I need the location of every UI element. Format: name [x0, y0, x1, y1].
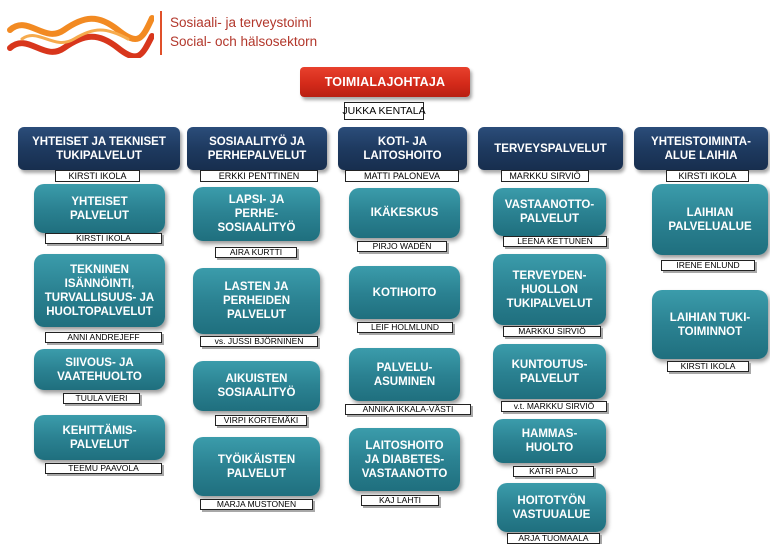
column-header-koti-ja-laitoshoito: KOTI- JA LAITOSHOITO — [338, 127, 467, 170]
unit-kuntoutuspalvelut: KUNTOUTUS- PALVELUT — [493, 344, 606, 399]
unit-head-name: TEEMU PAAVOLA — [45, 463, 162, 474]
unit-palveluasuminen: PALVELU- ASUMINEN — [349, 348, 460, 401]
column-header-yhteiset-ja-tekniset-tukipalvelut: YHTEISET JA TEKNISET TUKIPALVELUT — [18, 127, 180, 170]
column-head-name: KIRSTI IKOLA — [666, 170, 749, 182]
unit-tekninen-isannointi: TEKNINEN ISÄNNÖINTI, TURVALLISUUS- JA HU… — [34, 254, 165, 327]
unit-head-name: AIRA KURTTI — [215, 247, 297, 258]
column-head-name: ERKKI PENTTINEN — [200, 170, 318, 182]
unit-hoitotyon-vastuualue: HOITOTYÖN VASTUUALUE — [497, 483, 606, 532]
logo-divider — [160, 11, 162, 55]
unit-head-name: MARKKU SIRVIÖ — [503, 326, 601, 337]
column-header-yhteistoiminta-alue-laihia: YHTEISTOIMINTA- ALUE LAIHIA — [634, 127, 768, 170]
unit-head-name: LEIF HOLMLUND — [357, 322, 453, 333]
unit-head-name: IRENE ENLUND — [661, 260, 755, 271]
unit-head-name: PIRJO WADÉN — [357, 241, 447, 252]
column-header-sosiaalityo-ja-perhepalvelut: SOSIAALITYÖ JA PERHEPALVELUT — [187, 127, 327, 170]
unit-head-name: v.t. MARKKU SIRVIÖ — [501, 401, 607, 412]
unit-tyoikaisten-palvelut: TYÖIKÄISTEN PALVELUT — [193, 437, 320, 496]
unit-lasten-ja-perheiden-palvelut: LASTEN JA PERHEIDEN PALVELUT — [193, 268, 320, 334]
column-head-name: MARKKU SIRVIÖ — [501, 170, 589, 182]
director-box: TOIMIALAJOHTAJA — [300, 67, 470, 97]
unit-yhteiset-palvelut: YHTEISET PALVELUT — [34, 184, 165, 233]
unit-head-name: KATRI PALO — [513, 466, 594, 477]
unit-head-name: KIRSTI IKOLA — [667, 361, 749, 372]
organization-name: Sosiaali- ja terveystoimi Social- och hä… — [170, 13, 370, 57]
unit-head-name: ANNI ANDREJEFF — [45, 332, 162, 343]
director-title: TOIMIALAJOHTAJA — [324, 75, 446, 89]
unit-head-name: KIRSTI IKOLA — [45, 233, 162, 244]
unit-head-name: ANNIKA IKKALA-VÄSTI — [345, 404, 471, 415]
organization-name-finnish: Sosiaali- ja terveystoimi — [170, 15, 312, 30]
unit-ikakeskus: IKÄKESKUS — [349, 188, 460, 238]
unit-vastaanottopalvelut: VASTAANOTTO- PALVELUT — [493, 188, 606, 236]
column-head-name: MATTI PALONEVA — [345, 170, 459, 182]
unit-terveydenhuollon-tukipalvelut: TERVEYDEN- HUOLLON TUKIPALVELUT — [493, 254, 606, 325]
column-head-name: KIRSTI IKOLA — [55, 170, 140, 182]
unit-aikuisten-sosiaalityo: AIKUISTEN SOSIAALITYÖ — [193, 361, 320, 411]
unit-kotihoito: KOTIHOITO — [349, 266, 460, 319]
unit-head-name: KAJ LAHTI — [361, 495, 439, 506]
unit-hammashuolto: HAMMAS- HUOLTO — [493, 419, 606, 463]
unit-kehittamispalvelut: KEHITTÄMIS- PALVELUT — [34, 415, 165, 460]
director-name: JUKKA KENTALA — [342, 102, 426, 120]
unit-head-name: TUULA VIERI — [63, 393, 140, 404]
unit-laihian-tukitoiminnot: LAIHIAN TUKI- TOIMINNOT — [652, 290, 768, 359]
unit-lapsi-ja-perhesosiaalityo: LAPSI- JA PERHE- SOSIAALITYÖ — [193, 187, 320, 241]
column-header-terveyspalvelut: TERVEYSPALVELUT — [478, 127, 623, 170]
unit-laihian-palvelualue: LAIHIAN PALVELUALUE — [652, 184, 768, 255]
wave-logo-icon — [6, 8, 155, 60]
unit-head-name: VIRPI KORTEMÄKI — [215, 415, 307, 426]
unit-laitoshoito-ja-diabetesvastaanotto: LAITOSHOITO JA DIABETES- VASTAANOTTO — [349, 428, 460, 491]
unit-head-name: vs. JUSSI BJÖRNINEN — [200, 336, 318, 347]
unit-head-name: LEENA KETTUNEN — [503, 236, 607, 247]
organization-name-swedish: Social- och hälsosektorn — [170, 34, 318, 49]
unit-siivous-ja-vaatehuolto: SIIVOUS- JA VAATEHUOLTO — [34, 349, 165, 390]
unit-head-name: MARJA MUSTONEN — [200, 499, 313, 510]
unit-head-name: ARJA TUOMAALA — [507, 533, 600, 544]
